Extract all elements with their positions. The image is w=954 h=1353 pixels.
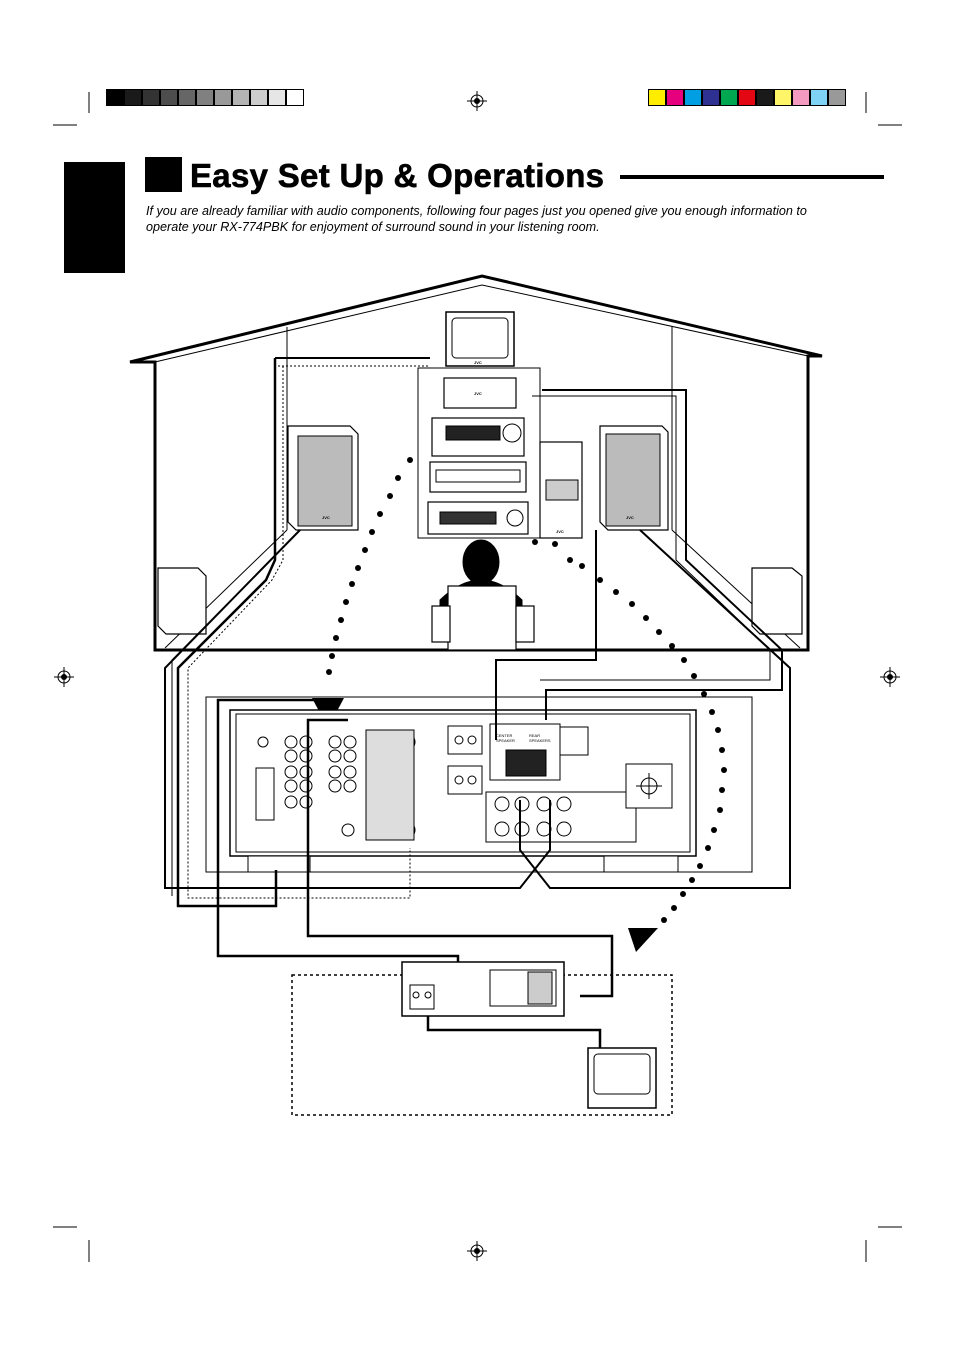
brand-mark: JVC (556, 529, 564, 534)
intro-paragraph: If you are already familiar with audio c… (146, 204, 807, 234)
rear-speakers-label: REAR SPEAKERS (529, 733, 551, 743)
crosshair-icon (54, 667, 74, 687)
color-swatch (738, 89, 756, 106)
brand-mark: JVC (626, 515, 634, 520)
color-swatch (106, 89, 124, 106)
color-swatch (792, 89, 810, 106)
center-speaker-label: CENTER SPEAKER (496, 733, 515, 743)
color-swatch (684, 89, 702, 106)
color-swatch (774, 89, 792, 106)
brand-mark: JVC (474, 360, 482, 365)
vcr-and-tv (291, 961, 673, 1116)
color-swatch (828, 89, 846, 106)
color-swatch (142, 89, 160, 106)
crosshair-icon (880, 667, 900, 687)
surround-speakers (157, 567, 803, 635)
color-swatch (214, 89, 232, 106)
color-swatch (196, 89, 214, 106)
color-swatch (160, 89, 178, 106)
color-swatch (124, 89, 142, 106)
title-rule (620, 175, 884, 179)
process-color-bar (648, 89, 846, 106)
color-swatch (666, 89, 684, 106)
color-swatch (250, 89, 268, 106)
color-swatch (286, 89, 304, 106)
crosshair-icon (467, 1241, 487, 1261)
equipment-rack (417, 311, 541, 539)
color-swatch (720, 89, 738, 106)
receiver-rear-panel (205, 696, 753, 873)
front-speakers (287, 425, 669, 539)
listener-figure (431, 539, 535, 651)
arrowhead-down-left-icon (628, 928, 658, 952)
sound-dots (326, 457, 727, 923)
gray-scale-bar (106, 89, 304, 106)
color-swatch (756, 89, 774, 106)
crosshair-icon (467, 91, 487, 111)
color-swatch (178, 89, 196, 106)
title-marker (145, 157, 182, 192)
crop-marks (53, 92, 902, 1262)
page-title: Easy Set Up & Operations (190, 157, 605, 195)
color-swatch (268, 89, 286, 106)
brand-mark: JVC (322, 515, 330, 520)
color-swatch (810, 89, 828, 106)
color-swatch (648, 89, 666, 106)
color-swatch (232, 89, 250, 106)
language-tab (64, 162, 125, 273)
color-swatch (702, 89, 720, 106)
brand-mark: JVC (474, 391, 482, 396)
